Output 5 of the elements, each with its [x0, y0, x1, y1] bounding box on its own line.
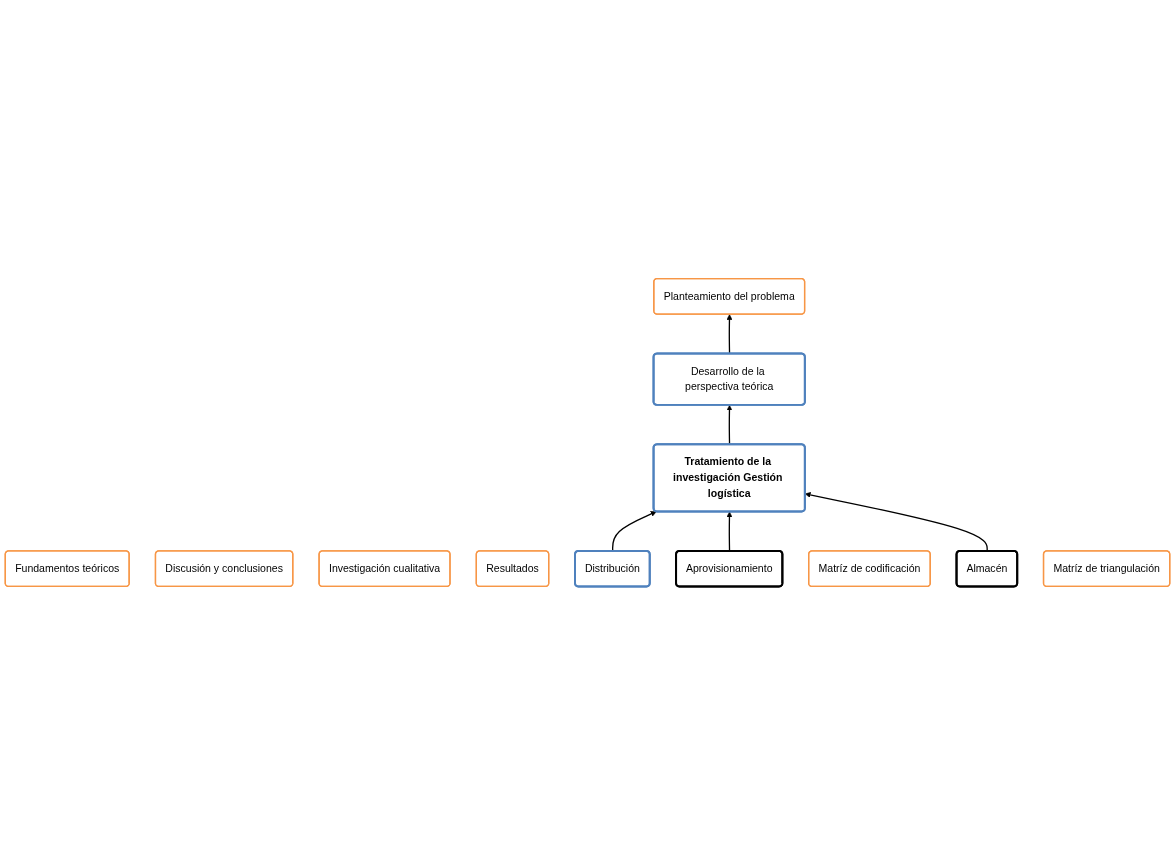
- arrow: [726, 404, 733, 446]
- arrow: [726, 511, 733, 552]
- arrow: [612, 511, 657, 552]
- arrow: [726, 314, 733, 355]
- arrow: [804, 492, 988, 552]
